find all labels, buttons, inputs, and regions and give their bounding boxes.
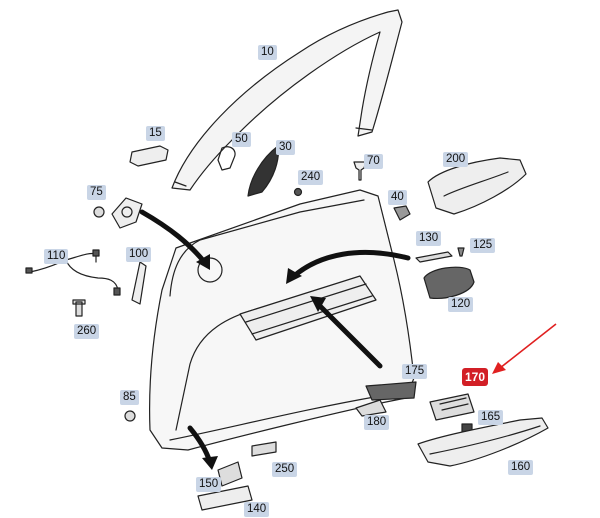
nut-240-part [293,187,303,197]
window-frame-trim-part [171,9,403,191]
part-callout-50: 50 [232,132,251,147]
part-callout-40: 40 [388,190,407,205]
part-callout-130: 130 [416,231,442,246]
cap-250-part [251,441,277,457]
assembly-arrow-grille [315,301,383,369]
armrest-cover-part [427,157,527,215]
trim-block-part [129,145,169,167]
bracket-100-part [131,261,147,305]
part-callout-250: 250 [272,462,298,477]
part-callout-120: 120 [448,297,474,312]
part-callout-160: 160 [508,460,534,475]
speaker-grille-175-part [365,381,417,401]
door-handle-housing-part [423,266,475,299]
part-callout-200: 200 [443,152,469,167]
lock-button-part [393,205,411,221]
grommet-75-part [93,206,105,218]
part-callout-85: 85 [120,390,139,405]
part-callout-110: 110 [44,249,69,264]
highlight-arrow [492,323,557,374]
switch-trim-strip-part [415,251,453,263]
window-switch-panel-part [429,393,475,421]
screw-260-part [72,299,86,317]
grommet-85-part [124,410,136,422]
part-callout-30: 30 [276,140,295,155]
part-callout-15: 15 [146,126,165,141]
part-callout-240: 240 [298,170,324,185]
speaker-bracket-part [111,197,143,229]
bracket-180-part [355,399,387,417]
part-callout-100: 100 [126,247,152,262]
assembly-arrow-speaker [139,209,209,267]
part-callout-70: 70 [364,154,383,169]
tweeter-grille-part [247,145,279,197]
part-callout-125: 125 [470,238,496,253]
part-callout-10: 10 [258,45,277,60]
part-callout-170: 170 [462,368,489,386]
part-callout-175: 175 [402,364,428,379]
part-callout-165: 165 [478,410,504,425]
assembly-arrow-handle [291,249,411,279]
part-callout-150: 150 [196,477,222,492]
clip-125-part [457,247,465,257]
part-callout-140: 140 [244,502,270,517]
part-callout-180: 180 [364,415,390,430]
part-callout-260: 260 [74,324,100,339]
reflector-150-part [217,461,243,487]
part-callout-75: 75 [87,185,106,200]
lower-trim-140-part [197,485,253,511]
clip-part [217,146,236,171]
